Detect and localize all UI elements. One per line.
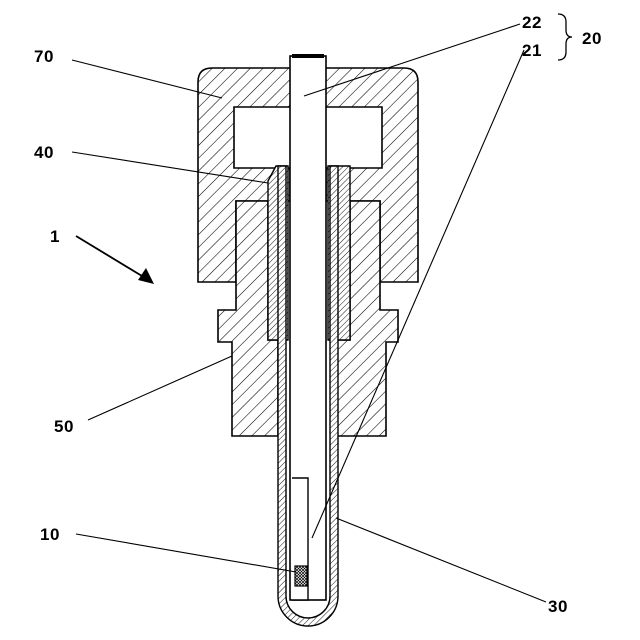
arrow-1-shaft — [76, 236, 142, 276]
label-20: 20 — [582, 29, 602, 48]
label-70: 70 — [34, 47, 54, 66]
leader-30 — [336, 518, 546, 602]
label-50: 50 — [54, 417, 74, 436]
label-30: 30 — [548, 597, 568, 616]
bracket-20 — [558, 14, 572, 60]
label-21: 21 — [522, 41, 542, 60]
label-22: 22 — [522, 13, 542, 32]
label-10: 10 — [40, 525, 60, 544]
leader-50 — [88, 356, 232, 420]
sensing-element-10 — [295, 566, 307, 586]
leader-10 — [76, 534, 296, 572]
label-1: 1 — [50, 227, 60, 246]
label-40: 40 — [34, 143, 54, 162]
